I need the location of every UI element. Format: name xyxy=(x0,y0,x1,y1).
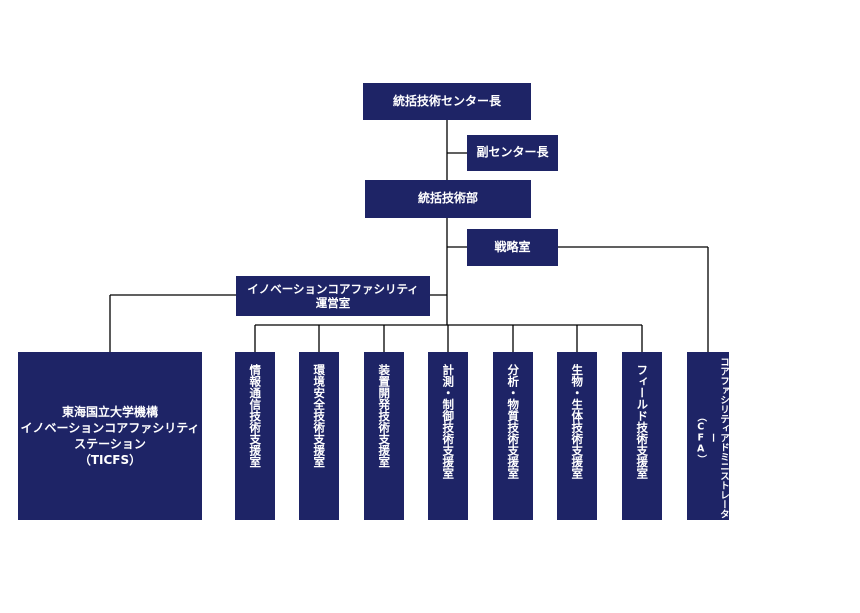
strategy-box: 戦略室 xyxy=(467,229,558,266)
deputy-label: 副センター長 xyxy=(476,145,549,160)
department-box: 統括技術部 xyxy=(365,180,531,218)
department-label: 統括技術部 xyxy=(417,191,478,206)
innovation-office-label-line2: 運営室 xyxy=(315,296,351,310)
support-room-label: 計測・制御技術支援室 xyxy=(441,364,456,479)
support-room-label: 情報通信技術支援室 xyxy=(248,364,263,468)
cfa-label-line1: コアファシリティアドミニストレーター xyxy=(706,357,729,519)
cfa-box: コアファシリティアドミニストレーター （CFA） xyxy=(687,352,729,520)
support-room-label: フィールド技術支援室 xyxy=(635,364,650,479)
support-room-box: 情報通信技術支援室 xyxy=(235,352,275,520)
ticfs-label-line1: 東海国立大学機構 xyxy=(61,404,158,419)
ticfs-box: 東海国立大学機構 イノベーションコアファシリティ ステーション （TICFS） xyxy=(18,352,202,520)
support-room-box: 環境安全技術支援室 xyxy=(299,352,339,520)
director-label: 統括技術センター長 xyxy=(392,93,501,108)
support-room-box: 分析・物質技術支援室 xyxy=(493,352,533,520)
support-room-box: フィールド技術支援室 xyxy=(622,352,662,520)
deputy-box: 副センター長 xyxy=(467,135,558,171)
support-room-box: 生物・生体技術支援室 xyxy=(557,352,597,520)
support-room-label: 環境安全技術支援室 xyxy=(312,364,327,468)
innovation-office-box: イノベーションコアファシリティ 運営室 xyxy=(236,276,430,316)
cfa-label-line2: （CFA） xyxy=(695,412,707,464)
support-room-box: 装置開発技術支援室 xyxy=(364,352,404,520)
strategy-label: 戦略室 xyxy=(494,239,531,254)
ticfs-label-line4: （TICFS） xyxy=(78,453,142,468)
ticfs-label-line2: イノベーションコアファシリティ xyxy=(20,420,200,435)
ticfs-label-line3: ステーション xyxy=(74,437,146,451)
support-room-box: 計測・制御技術支援室 xyxy=(428,352,468,520)
director-box: 統括技術センター長 xyxy=(363,83,531,120)
support-room-label: 生物・生体技術支援室 xyxy=(570,364,585,479)
support-room-label: 装置開発技術支援室 xyxy=(377,364,392,468)
support-room-label: 分析・物質技術支援室 xyxy=(506,364,521,479)
innovation-office-label-line1: イノベーションコアファシリティ xyxy=(247,281,419,296)
